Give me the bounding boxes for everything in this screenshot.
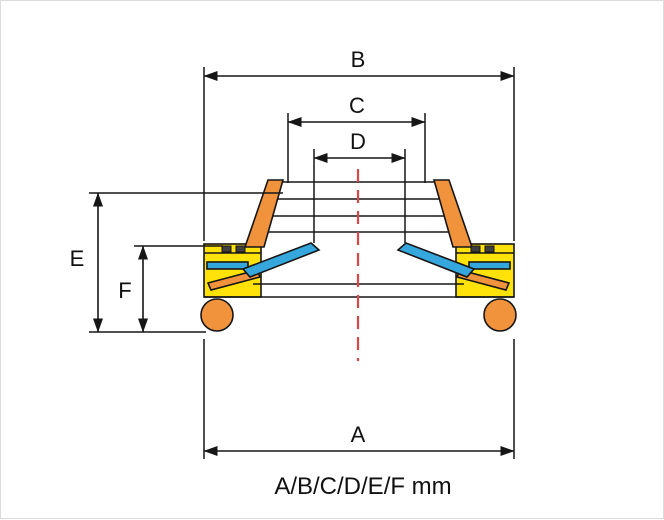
dimension-label-b: B	[351, 47, 366, 72]
seal-inner-spring-blue	[206, 261, 511, 270]
caption: A/B/C/D/E/F mm	[274, 473, 451, 500]
seal-lips-blue	[241, 242, 476, 278]
dimension-label-e: E	[70, 246, 85, 271]
dimension-c: C	[287, 93, 426, 183]
dimension-d: D	[313, 129, 406, 243]
o-ring-right	[483, 298, 517, 332]
dimension-label-a: A	[351, 422, 366, 447]
seal-elastomer-orange	[200, 179, 517, 332]
dimension-label-c: C	[349, 93, 365, 118]
case-retainer-nubs	[221, 245, 495, 253]
dimension-b: B	[203, 47, 515, 241]
o-ring-left	[200, 298, 234, 332]
dimension-f: F	[118, 245, 223, 333]
dimension-label-f: F	[118, 278, 131, 303]
dimension-a: A	[203, 339, 515, 459]
dimension-label-d: D	[350, 129, 366, 154]
